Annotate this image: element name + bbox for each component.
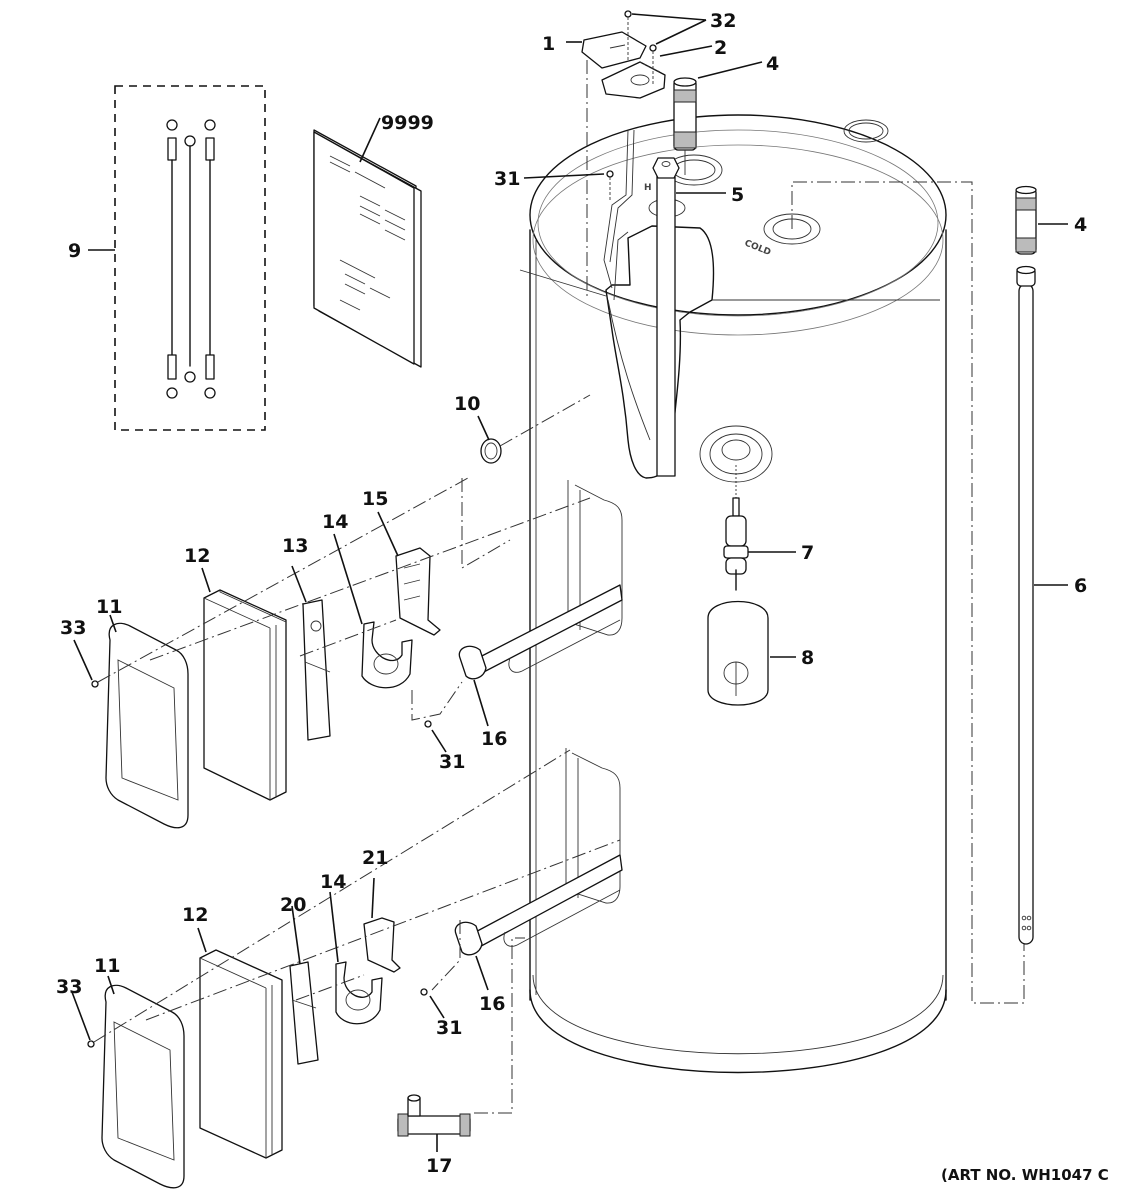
literature <box>313 129 422 368</box>
upper-thermostat <box>395 547 441 636</box>
lower-thermostat <box>363 917 401 973</box>
callout-31-top: 31 <box>494 168 520 190</box>
callout-7: 7 <box>801 542 814 564</box>
junction-box-cover <box>581 31 647 69</box>
callout-14-lower: 14 <box>320 871 346 893</box>
anode-rod <box>652 157 680 477</box>
dip-tube-alignment-line <box>791 181 1025 1004</box>
callout-12-lower: 12 <box>182 904 208 926</box>
callout-9999: 9999 <box>381 112 434 134</box>
lower-screws-alignment <box>87 749 621 1048</box>
callout-10: 10 <box>454 393 480 415</box>
hot-marking: H <box>644 183 652 193</box>
callout-8: 8 <box>801 647 814 669</box>
callout-labels: 1 2 32 4 31 5 9999 9 4 6 7 8 10 15 14 13… <box>56 10 1087 1177</box>
cold-marking: COLD <box>743 239 772 259</box>
leader-lines <box>71 13 1068 1152</box>
callout-31-lower: 31 <box>436 1017 462 1039</box>
callout-1: 1 <box>542 33 555 55</box>
callout-16-upper: 16 <box>481 728 507 750</box>
upper-screws-alignment <box>91 477 591 728</box>
upper-thermostat-bracket <box>302 599 331 741</box>
dip-tube <box>1016 265 1036 945</box>
callout-2: 2 <box>714 37 727 59</box>
nipple-top <box>673 77 697 175</box>
lower-access-door <box>101 984 185 1189</box>
lower-insulation-pad <box>199 949 283 1159</box>
callout-21: 21 <box>362 847 388 869</box>
nipple-right <box>1015 185 1037 255</box>
upper-insulation-pad <box>203 589 287 801</box>
callout-11-upper: 11 <box>96 596 122 618</box>
upper-access-door <box>105 622 189 829</box>
lower-element-bracket <box>335 961 383 1025</box>
callout-17: 17 <box>426 1155 452 1177</box>
callout-33-upper: 33 <box>60 617 86 639</box>
callout-14-upper: 14 <box>322 511 348 533</box>
art-number: (ART NO. WH1047 C <box>941 1166 1109 1184</box>
lower-element-opening <box>565 748 621 904</box>
callout-20: 20 <box>280 894 306 916</box>
callout-5: 5 <box>731 184 744 206</box>
tank-body: COLD H <box>519 114 947 1074</box>
junction-box <box>601 61 666 99</box>
callout-4-top: 4 <box>766 53 779 75</box>
callout-13: 13 <box>282 535 308 557</box>
callout-15: 15 <box>362 488 388 510</box>
callout-33-lower: 33 <box>56 976 82 998</box>
lower-heating-element <box>454 854 623 956</box>
pressure-relief-fitting <box>397 937 525 1137</box>
wire-harness-kit <box>114 85 266 431</box>
insulation-plug <box>707 600 769 706</box>
callout-31-upper: 31 <box>439 751 465 773</box>
drain-valve <box>723 465 749 591</box>
callout-4-right: 4 <box>1074 214 1087 236</box>
callout-6: 6 <box>1074 575 1087 597</box>
upper-heating-element <box>458 584 623 680</box>
plug-button <box>480 394 591 464</box>
upper-element-bracket <box>361 621 413 689</box>
callout-32: 32 <box>710 10 736 32</box>
callout-16-lower: 16 <box>479 993 505 1015</box>
callout-11-lower: 11 <box>94 955 120 977</box>
callout-12-upper: 12 <box>184 545 210 567</box>
screw-31-top <box>606 170 614 200</box>
lower-thermostat-bracket <box>289 961 319 1065</box>
callout-9: 9 <box>68 240 81 262</box>
screws-32 <box>624 10 657 86</box>
